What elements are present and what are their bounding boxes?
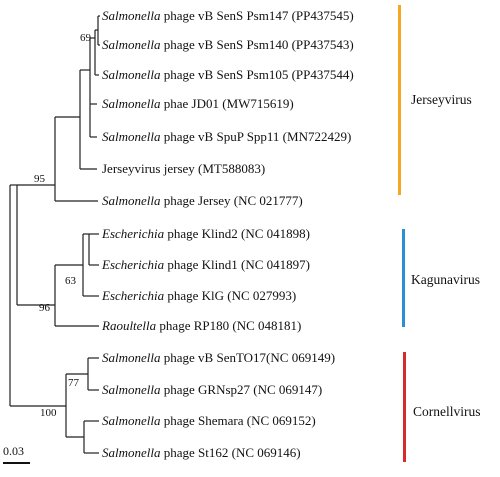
tip-name: phage vB SenS Psm147 (PP437545) xyxy=(164,8,354,23)
clade-bar-kagunavirus xyxy=(402,229,405,327)
tip-name: phage Shemara (NC 069152) xyxy=(164,413,316,428)
tip-name: phage vB SenS Psm105 (PP437544) xyxy=(164,67,354,82)
tip-name: phage GRNsp27 (NC 069147) xyxy=(164,382,323,397)
tip-name: phage vB SpuP Spp11 (MN722429) xyxy=(164,129,352,144)
tip-label: Salmonella phage vB SpuP Spp11 (MN722429… xyxy=(102,129,351,144)
bootstrap-value: 95 xyxy=(34,173,46,185)
tip-label: Salmonella phage Shemara (NC 069152) xyxy=(102,413,316,428)
tree-branches xyxy=(9,15,100,454)
scale-bar: 0.03 xyxy=(3,444,30,464)
tip-label: Salmonella phage vB SenS Psm147 (PP43754… xyxy=(102,8,354,23)
tip-genus: Salmonella xyxy=(102,8,161,23)
tip-label: Raoultella phage RP180 (NC 048181) xyxy=(101,318,301,333)
tip-label: Escherichia phage Klind2 (NC 041898) xyxy=(101,226,310,241)
tip-name: phage vB SenS Psm140 (PP437543) xyxy=(164,37,354,52)
tip-name: phage vB SenTO17(NC 069149) xyxy=(164,350,335,365)
tip-genus: Salmonella xyxy=(102,445,161,460)
tip-name: phage Jersey (NC 021777) xyxy=(164,193,303,208)
clade-bar-cornellvirus xyxy=(403,352,406,462)
tip-label: Salmonella phage St162 (NC 069146) xyxy=(102,445,301,460)
tip-genus: Escherichia xyxy=(101,226,165,241)
tip-label: Salmonella phage vB SenTO17(NC 069149) xyxy=(102,350,335,365)
scale-bar-label: 0.03 xyxy=(3,444,24,458)
clade-label-kagunavirus: Kagunavirus xyxy=(411,272,480,287)
tip-genus: Salmonella xyxy=(102,193,161,208)
tip-genus: Salmonella xyxy=(102,96,161,111)
tip-name: phage KlG (NC 027993) xyxy=(167,288,296,303)
tip-genus: Salmonella xyxy=(102,413,161,428)
bootstrap-value: 96 xyxy=(39,302,51,314)
tip-genus: Salmonella xyxy=(102,67,161,82)
tip-name: phae JD01 (MW715619) xyxy=(164,96,294,111)
tip-name: phage St162 (NC 069146) xyxy=(164,445,301,460)
tip-label: Salmonella phage Jersey (NC 021777) xyxy=(102,193,303,208)
clade-bar-jerseyvirus xyxy=(398,5,401,195)
tip-genus: Raoultella xyxy=(101,318,157,333)
tip-label: Salmonella phae JD01 (MW715619) xyxy=(102,96,294,111)
tip-genus: Salmonella xyxy=(102,129,161,144)
tip-genus: Escherichia xyxy=(101,257,165,272)
tip-label: Salmonella phage vB SenS Psm105 (PP43754… xyxy=(102,67,354,82)
tip-name: phage Klind2 (NC 041898) xyxy=(167,226,310,241)
tip-labels: Salmonella phage vB SenS Psm147 (PP43754… xyxy=(101,8,354,460)
tip-genus: Salmonella xyxy=(102,350,161,365)
tip-name: phage Klind1 (NC 041897) xyxy=(167,257,310,272)
tip-label: Jerseyvirus jersey (MT588083) xyxy=(102,161,265,176)
tip-label: Salmonella phage vB SenS Psm140 (PP43754… xyxy=(102,37,354,52)
tip-genus: Salmonella xyxy=(102,37,161,52)
bootstrap-values: 69 95 63 96 77 100 xyxy=(34,32,92,419)
tip-label: Escherichia phage KlG (NC 027993) xyxy=(101,288,296,303)
bootstrap-value: 63 xyxy=(65,275,77,287)
bootstrap-value: 69 xyxy=(80,32,92,44)
tip-label: Salmonella phage GRNsp27 (NC 069147) xyxy=(102,382,322,397)
clade-label-jerseyvirus: Jerseyvirus xyxy=(411,92,472,107)
tip-name: phage RP180 (NC 048181) xyxy=(159,318,301,333)
tip-genus: Escherichia xyxy=(101,288,165,303)
bootstrap-value: 100 xyxy=(40,407,57,419)
clade-label-cornellvirus: Cornellvirus xyxy=(413,404,481,419)
tip-label: Escherichia phage Klind1 (NC 041897) xyxy=(101,257,310,272)
clade-annotations: Jerseyvirus Kagunavirus Cornellvirus xyxy=(398,5,481,462)
tip-genus: Salmonella xyxy=(102,382,161,397)
tip-name: Jerseyvirus jersey (MT588083) xyxy=(102,161,265,176)
bootstrap-value: 77 xyxy=(68,377,80,389)
